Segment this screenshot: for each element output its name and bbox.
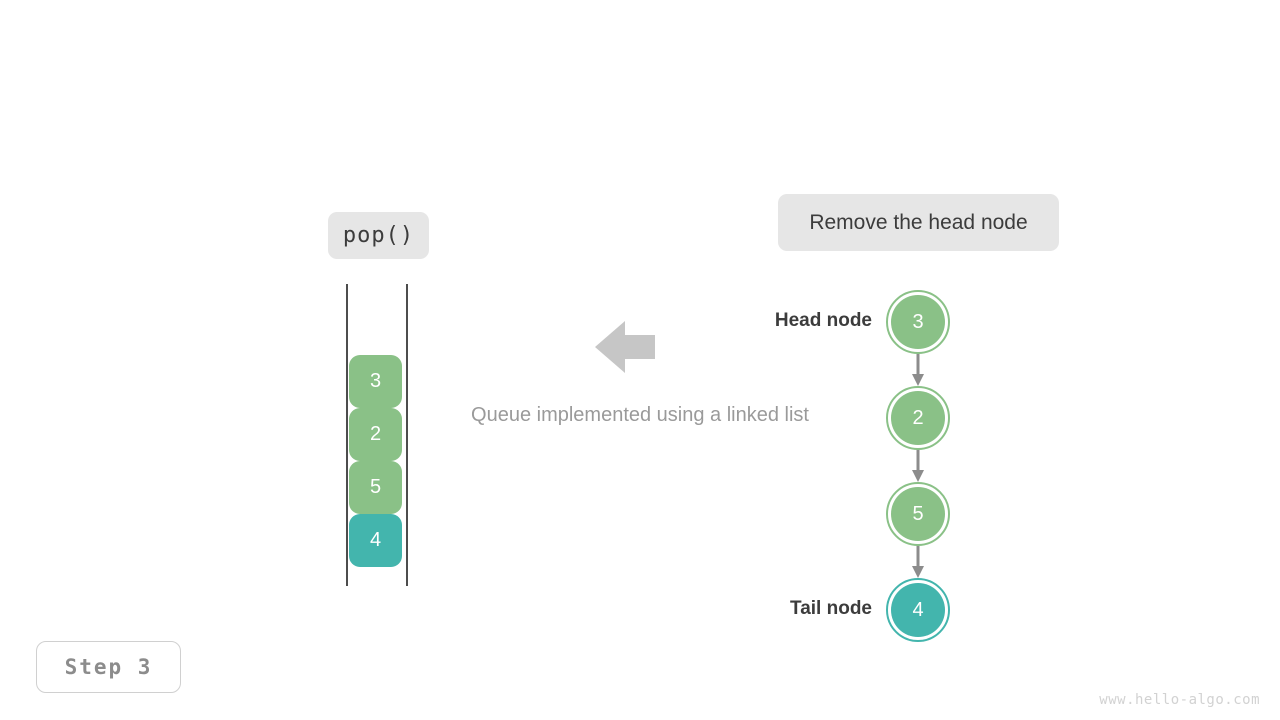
linked-list-node: 5 <box>886 482 950 546</box>
queue-rail-left <box>346 284 348 586</box>
step-badge: Step 3 <box>36 641 181 693</box>
linked-list-node-value: 5 <box>891 487 945 541</box>
queue-column: 3 2 5 4 <box>346 284 408 586</box>
left-block-arrow-icon <box>595 321 655 373</box>
action-description-chip: Remove the head node <box>778 194 1059 251</box>
link-arrow-icon <box>912 352 924 386</box>
link-arrow-icon <box>912 544 924 578</box>
linked-list-node: 3 <box>886 290 950 354</box>
linked-list-node: 2 <box>886 386 950 450</box>
queue-cell: 2 <box>349 408 402 461</box>
operation-chip: pop() <box>328 212 429 259</box>
link-arrow-icon <box>912 448 924 482</box>
queue-rail-right <box>406 284 408 586</box>
linked-list-node-value: 3 <box>891 295 945 349</box>
head-node-label: Head node <box>774 310 872 331</box>
queue-cell: 5 <box>349 461 402 514</box>
linked-list-node-value: 4 <box>891 583 945 637</box>
linked-list-diagram: 3 2 5 4 <box>886 288 954 642</box>
queue-cell: 3 <box>349 355 402 408</box>
queue-cell: 4 <box>349 514 402 567</box>
watermark: www.hello-algo.com <box>1099 692 1260 708</box>
diagram-caption: Queue implemented using a linked list <box>471 404 809 426</box>
linked-list-node: 4 <box>886 578 950 642</box>
tail-node-label: Tail node <box>790 598 872 619</box>
linked-list-node-value: 2 <box>891 391 945 445</box>
